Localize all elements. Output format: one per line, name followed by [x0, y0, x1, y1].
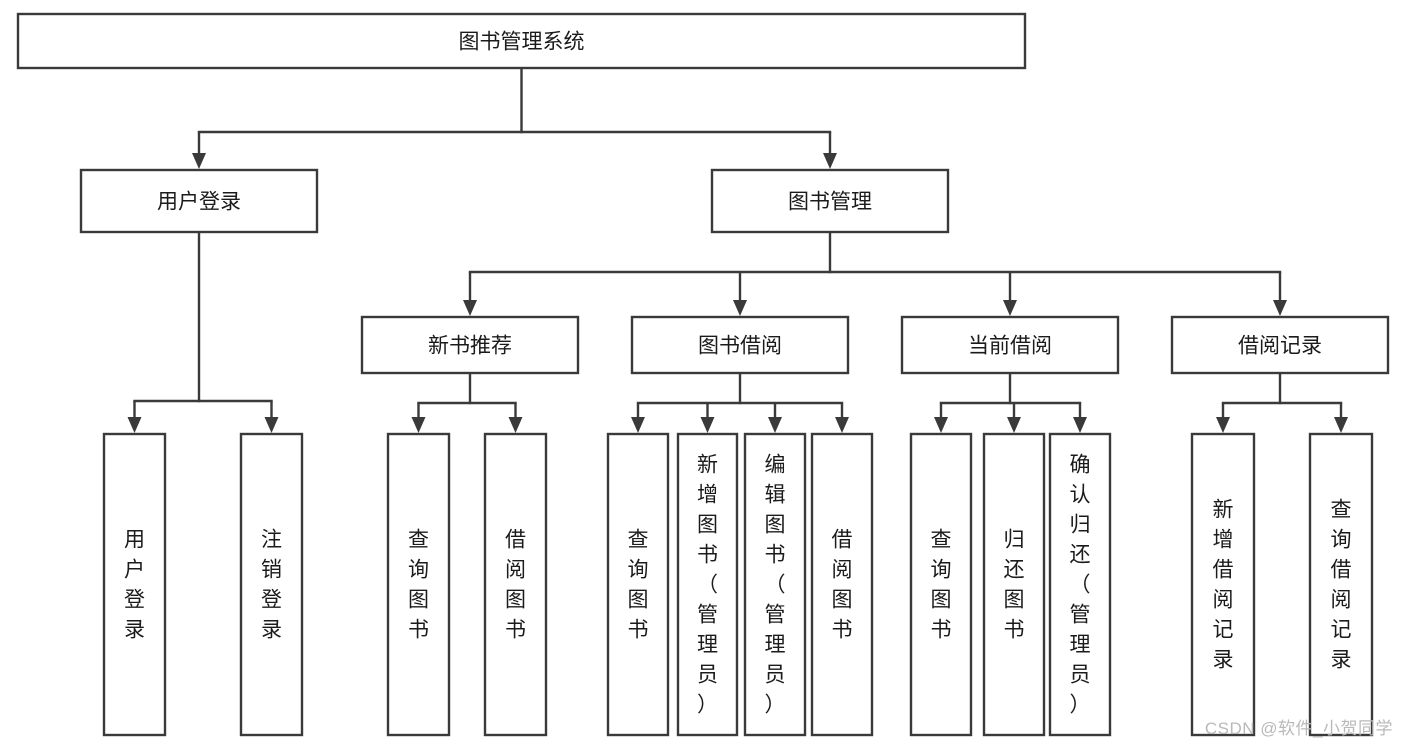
- node-root-0[interactable]: 图书管理系统: [16, 12, 1027, 70]
- connector-group: [463, 230, 1287, 316]
- arrow-head-icon: [127, 417, 142, 433]
- node-label: 归还图书: [1004, 528, 1025, 641]
- arrow-head-icon: [1073, 417, 1087, 433]
- arrow-head-icon: [823, 153, 837, 169]
- connector-group: [934, 371, 1087, 433]
- node-box: [79, 168, 319, 234]
- node-leaf-5[interactable]: 新增图书（管理员）: [676, 432, 739, 737]
- node-box: [676, 432, 739, 737]
- node-level2-0[interactable]: 用户登录: [79, 168, 319, 234]
- node-box: [386, 432, 451, 737]
- node-box: [16, 12, 1027, 70]
- arrow-head-icon: [463, 300, 477, 316]
- node-label: 用户登录: [124, 528, 145, 641]
- arrow-head-icon: [700, 417, 715, 433]
- node-box: [630, 315, 850, 375]
- arrow-head-icon: [768, 417, 782, 433]
- node-level3-0[interactable]: 新书推荐: [360, 315, 580, 375]
- node-leaf-11[interactable]: 新增借阅记录: [1190, 432, 1256, 737]
- arrow-head-icon: [508, 417, 523, 433]
- node-label: 查询图书: [408, 528, 429, 641]
- arrow-head-icon: [733, 300, 747, 316]
- connector-layer: [127, 66, 1348, 433]
- node-box: [1048, 432, 1112, 737]
- node-box: [102, 432, 167, 737]
- arrow-head-icon: [1003, 300, 1017, 316]
- node-label: 借阅记录: [1238, 335, 1322, 358]
- node-level3-1[interactable]: 图书借阅: [630, 315, 850, 375]
- node-label: 当前借阅: [968, 335, 1052, 358]
- arrow-head-icon: [264, 417, 279, 433]
- node-label: 查询图书: [931, 528, 952, 641]
- node-label: 用户登录: [157, 191, 241, 214]
- node-leaf-1[interactable]: 注销登录: [239, 432, 304, 737]
- arrow-head-icon: [1216, 417, 1230, 433]
- node-label: 借阅图书: [832, 528, 853, 641]
- node-leaf-9[interactable]: 归还图书: [982, 432, 1046, 737]
- node-box: [239, 432, 304, 737]
- node-label: 借阅图书: [505, 528, 526, 641]
- connector-group: [411, 371, 523, 433]
- node-box: [810, 432, 874, 737]
- connector-group: [127, 230, 279, 433]
- node-leaf-3[interactable]: 借阅图书: [483, 432, 548, 737]
- arrow-head-icon: [631, 417, 645, 433]
- arrow-head-icon: [1007, 417, 1021, 433]
- node-label: 查询借阅记录: [1331, 498, 1352, 671]
- node-label: 编辑图书（管理员）: [765, 453, 786, 716]
- node-leaf-0[interactable]: 用户登录: [102, 432, 167, 737]
- node-layer: 图书管理系统用户登录图书管理新书推荐图书借阅当前借阅借阅记录用户登录注销登录查询…: [16, 12, 1390, 737]
- node-leaf-6[interactable]: 编辑图书（管理员）: [743, 432, 807, 737]
- node-level3-2[interactable]: 当前借阅: [900, 315, 1120, 375]
- node-label: 新书推荐: [428, 335, 512, 358]
- node-box: [606, 432, 670, 737]
- node-box: [909, 432, 973, 737]
- node-box: [1170, 315, 1390, 375]
- node-box: [483, 432, 548, 737]
- node-leaf-12[interactable]: 查询借阅记录: [1308, 432, 1374, 737]
- node-label: 新增借阅记录: [1213, 498, 1234, 671]
- node-box: [1190, 432, 1256, 737]
- node-box: [710, 168, 950, 234]
- node-leaf-10[interactable]: 确认归还（管理员）: [1048, 432, 1112, 737]
- node-label: 注销登录: [261, 528, 282, 641]
- node-label: 查询图书: [628, 528, 649, 641]
- node-box: [900, 315, 1120, 375]
- node-box: [1308, 432, 1374, 737]
- connector-group: [631, 371, 849, 433]
- node-box: [982, 432, 1046, 737]
- node-box: [360, 315, 580, 375]
- node-box: [743, 432, 807, 737]
- arrow-head-icon: [934, 417, 948, 433]
- arrow-head-icon: [411, 417, 426, 433]
- node-level2-1[interactable]: 图书管理: [710, 168, 950, 234]
- node-leaf-7[interactable]: 借阅图书: [810, 432, 874, 737]
- node-label: 新增图书（管理员）: [697, 453, 718, 716]
- connector-group: [192, 66, 837, 169]
- node-leaf-8[interactable]: 查询图书: [909, 432, 973, 737]
- arrow-head-icon: [835, 417, 849, 433]
- arrow-head-icon: [1334, 417, 1348, 433]
- node-leaf-2[interactable]: 查询图书: [386, 432, 451, 737]
- node-label: 图书管理: [788, 191, 872, 214]
- node-leaf-4[interactable]: 查询图书: [606, 432, 670, 737]
- arrow-head-icon: [192, 153, 206, 169]
- node-level3-3[interactable]: 借阅记录: [1170, 315, 1390, 375]
- node-label: 图书管理系统: [459, 31, 585, 54]
- node-label: 确认归还（管理员）: [1070, 453, 1091, 716]
- node-label: 图书借阅: [698, 335, 782, 358]
- arrow-head-icon: [1273, 300, 1287, 316]
- connector-group: [1216, 371, 1348, 433]
